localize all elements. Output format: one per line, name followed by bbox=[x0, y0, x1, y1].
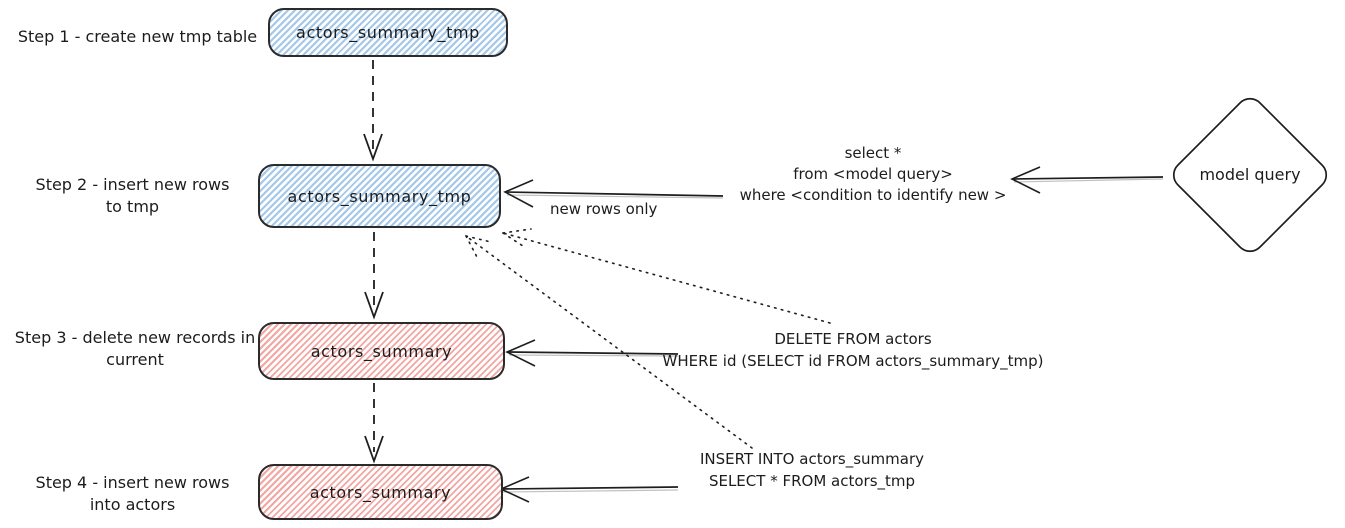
step2-label: Step 2 - insert new rows to tmp bbox=[5, 174, 260, 218]
node-actors-summary-step3[interactable]: actors_summary bbox=[258, 322, 505, 380]
step2-label-line1: Step 2 - insert new rows bbox=[35, 175, 230, 194]
arrow-step3-step4 bbox=[364, 383, 384, 464]
insert-query-line1: INSERT INTO actors_summary bbox=[699, 450, 925, 468]
model-query-node-label: model query bbox=[1199, 165, 1301, 184]
arrow-delete-into-summary bbox=[505, 339, 679, 367]
step4-label: Step 4 - insert new rows into actors bbox=[5, 472, 260, 516]
step4-label-line2: into actors bbox=[89, 495, 176, 514]
node-actors-summary-tmp-step1[interactable]: actors_summary_tmp bbox=[268, 8, 508, 57]
step1-label: Step 1 - create new tmp table bbox=[5, 26, 270, 48]
step4-label-line1: Step 4 - insert new rows bbox=[35, 473, 230, 492]
arrow-step1-step2 bbox=[363, 60, 383, 162]
arrow-modelquery-to-select bbox=[1010, 166, 1164, 194]
node-actors-summary-tmp-step1-label: actors_summary_tmp bbox=[296, 23, 480, 42]
node-actors-summary-step3-label: actors_summary bbox=[310, 341, 453, 361]
insert-query-line2: SELECT * FROM actors_tmp bbox=[708, 472, 916, 490]
dotted-arrow-delete-refs-tmp bbox=[502, 228, 831, 324]
insert-query-annotation: INSERT INTO actors_summary SELECT * FROM… bbox=[652, 448, 972, 492]
select-query-line2: from <model query> bbox=[793, 165, 953, 183]
select-query-annotation: select * from <model query> where <condi… bbox=[708, 143, 1038, 206]
step3-label-line2: current bbox=[106, 350, 164, 369]
arrow-step2-step3 bbox=[364, 232, 384, 320]
select-query-line1: select * bbox=[844, 144, 902, 162]
delete-query-annotation: DELETE FROM actors WHERE id (SELECT id F… bbox=[603, 328, 1103, 372]
node-actors-summary-tmp-step2-label: actors_summary_tmp bbox=[287, 186, 472, 206]
node-actors-summary-step4-label: actors_summary bbox=[309, 482, 452, 502]
select-query-line3: where <condition to identify new > bbox=[739, 186, 1007, 204]
delete-query-line1: DELETE FROM actors bbox=[774, 330, 932, 348]
dotted-arrow-insert-refs-tmp bbox=[465, 235, 753, 449]
model-query-node-shape[interactable] bbox=[1168, 93, 1332, 257]
step3-label: Step 3 - delete new records in current bbox=[5, 327, 265, 371]
delete-query-line2: WHERE id (SELECT id FROM actors_summary_… bbox=[662, 352, 1044, 370]
step3-label-line1: Step 3 - delete new records in bbox=[14, 328, 256, 347]
node-actors-summary-step4[interactable]: actors_summary bbox=[258, 464, 503, 520]
step1-label-line1: Step 1 - create new tmp table bbox=[17, 27, 258, 46]
step2-label-line2: to tmp bbox=[105, 197, 160, 216]
node-actors-summary-tmp-step2[interactable]: actors_summary_tmp bbox=[258, 164, 501, 228]
arrow-newrows-into-tmp bbox=[503, 179, 724, 208]
new-rows-only-label: new rows only bbox=[550, 200, 658, 218]
